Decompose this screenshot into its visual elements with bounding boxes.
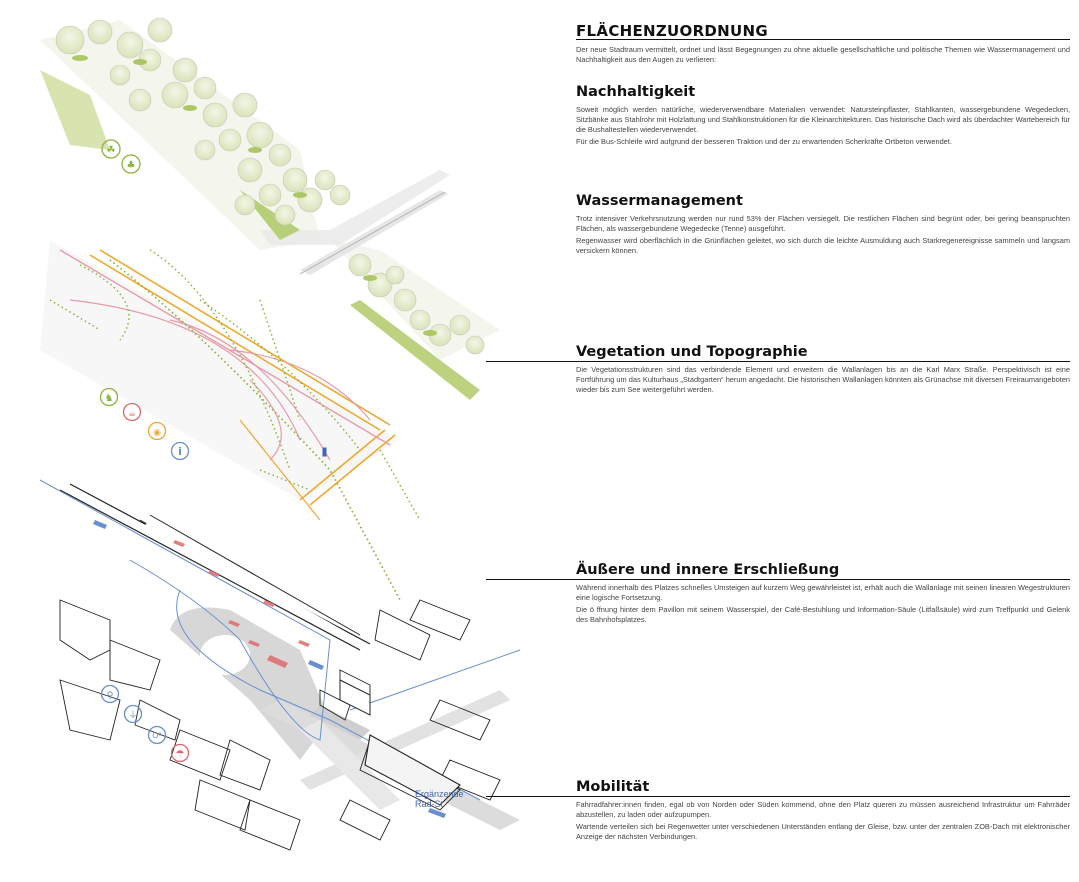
- section-title: FLÄCHENZUORDNUNG: [576, 22, 768, 40]
- umbrella-icon: ☂: [170, 743, 190, 763]
- vegetation-layer: [40, 17, 500, 400]
- svg-text:⏚: ⏚: [128, 710, 137, 721]
- tree-icon: ♣: [121, 154, 141, 174]
- section-title: Wassermanagement: [576, 193, 743, 209]
- nature-icon: ☘: [101, 139, 121, 159]
- bike-station-label-2: Rad-St: [415, 799, 444, 809]
- camera-icon: ◉: [147, 421, 167, 441]
- section-rule: [486, 579, 1070, 580]
- tree-clusters: [55, 17, 485, 355]
- section-paragraph: Soweit möglich werden natürliche, wieder…: [576, 105, 1070, 134]
- section-flaechenzuordnung: FLÄCHENZUORDNUNG Der neue Stadtraum verm…: [576, 22, 1070, 67]
- svg-text:☕: ☕: [128, 409, 136, 419]
- svg-text:◉: ◉: [153, 428, 161, 438]
- section-title: Nachhaltigkeit: [576, 84, 696, 100]
- section-rule: [486, 796, 1070, 797]
- seating-icon: ☕: [122, 402, 142, 422]
- svg-text:O²: O²: [152, 731, 162, 740]
- isometric-site-plan: Ergänzende Rad-St ☘ ♣ ♞ ☕ ◉ i ⚲: [39, 17, 521, 851]
- section-title: Äußere und innere Erschließung: [576, 562, 840, 578]
- section-paragraph: Die ö ffnung hinter dem Pavillon mit sei…: [576, 605, 1070, 624]
- section-paragraph: Während innerhalb des Platzes schnelles …: [576, 583, 1070, 602]
- section-title: Vegetation und Topographie: [576, 344, 808, 360]
- section-erschliessung: Äußere und innere Erschließung Während i…: [576, 562, 1070, 627]
- section-paragraph: Fahrradfahrer:innen finden, egal ob von …: [576, 800, 1070, 819]
- section-wassermanagement: Wassermanagement Trotz intensiver Verkeh…: [576, 193, 1070, 258]
- station-layer: [39, 479, 521, 851]
- section-paragraph: Die Vegetationsstrukturen sind das verbi…: [576, 365, 1070, 394]
- svg-text:i: i: [178, 445, 182, 458]
- section-paragraph: Für die Bus-Schleife wird aufgrund der b…: [576, 137, 952, 146]
- section-mobilitaet: Mobilität Fahrradfahrer:innen finden, eg…: [576, 779, 1070, 844]
- bike-station-label: Ergänzende: [415, 789, 464, 799]
- charging-plug-icon: ⏚: [123, 704, 143, 724]
- bicycle-icon: ⚲: [100, 684, 120, 704]
- svg-text:☘: ☘: [107, 145, 116, 156]
- info-icon: i: [170, 441, 190, 461]
- tree-shadows: [72, 55, 437, 336]
- section-paragraph: Trotz intensiver Verkehrsnutzung werden …: [576, 214, 1070, 233]
- section-title: Mobilität: [576, 779, 650, 795]
- air-pump-icon: O²: [147, 725, 167, 745]
- section-paragraph: Wartende verteilen sich bei Regenwetter …: [576, 822, 1070, 841]
- svg-text:☂: ☂: [176, 749, 185, 760]
- section-rule: [486, 361, 1070, 362]
- info-pillar: [322, 447, 327, 457]
- svg-text:♞: ♞: [105, 393, 114, 404]
- section-rule: [576, 39, 1070, 40]
- svg-text:♣: ♣: [127, 160, 136, 171]
- svg-text:⚲: ⚲: [107, 691, 114, 701]
- section-paragraph: Regenwasser wird oberflächlich in die Gr…: [576, 236, 1070, 255]
- section-paragraph: Der neue Stadtraum vermittelt, ordnet un…: [576, 45, 1070, 64]
- section-vegetation: Vegetation und Topographie Die Vegetatio…: [576, 344, 1070, 397]
- dog-icon: ♞: [99, 387, 119, 407]
- map-icons: ☘ ♣ ♞ ☕ ◉ i ⚲ ⏚: [99, 139, 190, 763]
- path-network-layer: [40, 240, 421, 601]
- section-nachhaltigkeit: Nachhaltigkeit Soweit möglich werden nat…: [576, 84, 1070, 149]
